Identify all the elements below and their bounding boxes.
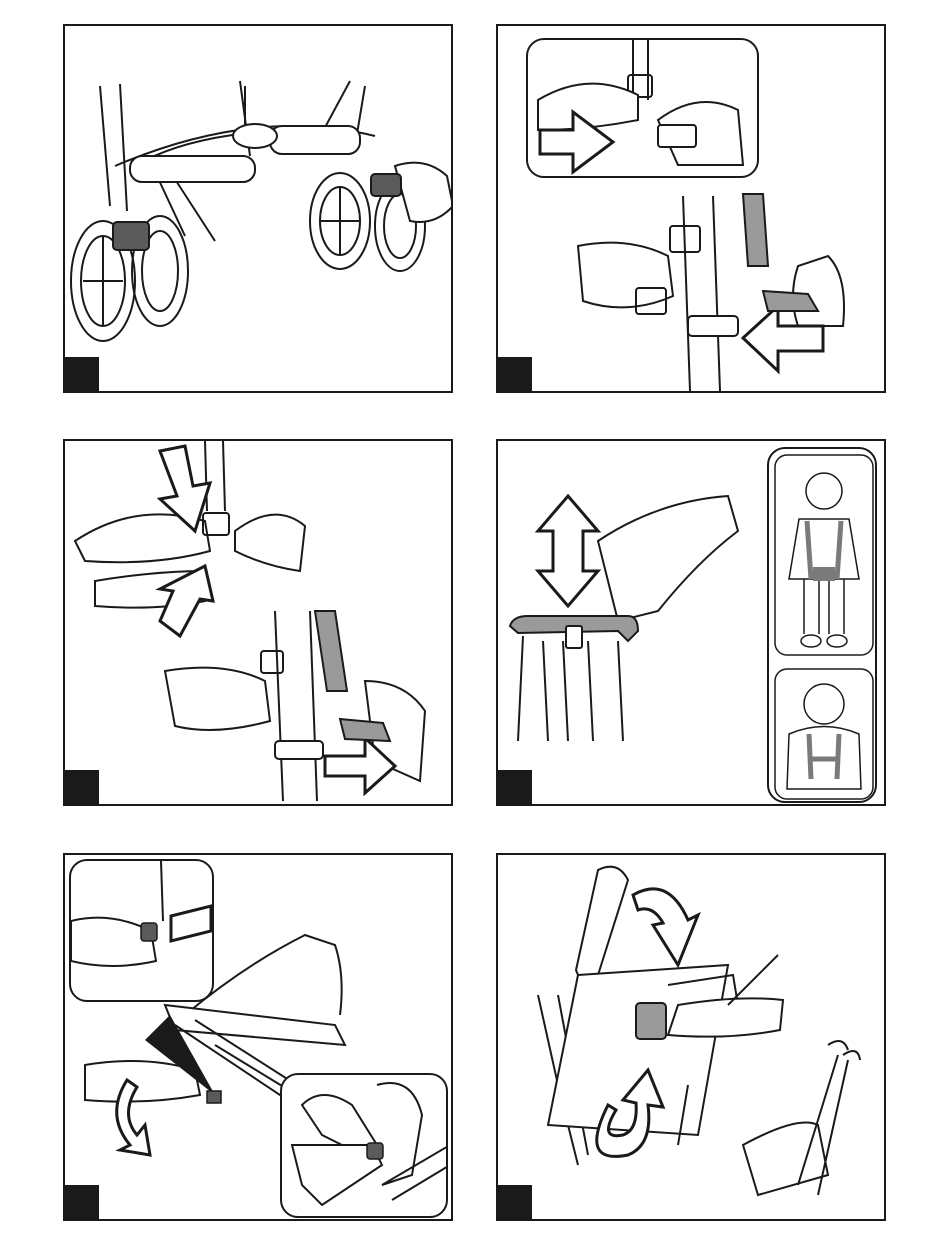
panel-6 [496,853,886,1221]
child-harness-illustration [769,449,877,803]
panel-2 [496,24,886,393]
panel-3 [63,439,453,806]
step-marker [65,1185,99,1219]
bumper-attach-inset [282,1075,448,1218]
stroller-brake-illustration [65,26,453,393]
step-marker [65,770,99,804]
step-marker [65,357,99,391]
panel-4 [496,439,886,806]
buckle-inset-illustration [528,40,759,178]
panel-1 [63,24,453,393]
inset-bumper-detail [280,1073,448,1218]
inset-child-harness [767,447,877,803]
inset-detail [526,38,759,178]
inset-release-detail [69,859,214,1002]
buckle-release-illustration [65,441,453,806]
step-marker [498,770,532,804]
recline-illustration [498,855,886,1221]
release-button-inset [71,861,214,1002]
step-marker [498,1185,532,1219]
panel-5 [63,853,453,1221]
step-marker [498,357,532,391]
